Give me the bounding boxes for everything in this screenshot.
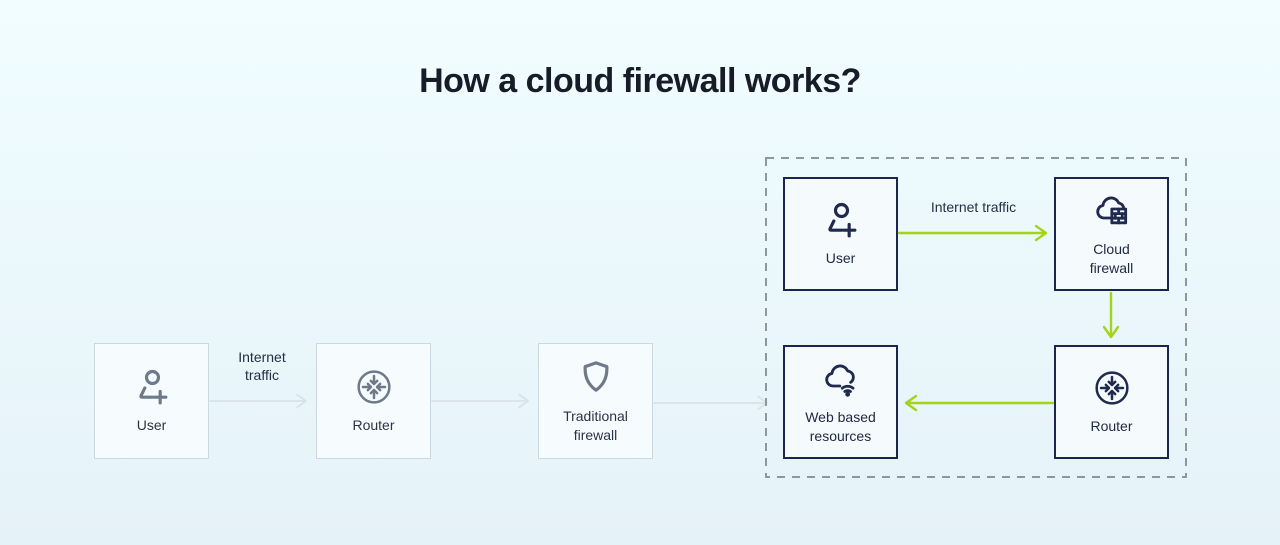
- node-label: User: [136, 417, 167, 434]
- arrow-router-to-firewall: [431, 391, 532, 411]
- arrow-cloud-firewall-to-router: [1101, 291, 1121, 344]
- cloud-wifi-icon: [821, 359, 861, 399]
- node-cloud-firewall: Cloud firewall: [1054, 177, 1169, 291]
- node-web-based-resources: Web based resources: [783, 345, 898, 459]
- node-router-left: Router: [316, 343, 431, 459]
- arrow-firewall-to-cloud-zone: [653, 393, 771, 413]
- node-router-cloud: Router: [1054, 345, 1169, 459]
- node-traditional-firewall: Traditional firewall: [538, 343, 653, 459]
- cloud-firewall-icon: [1092, 191, 1132, 231]
- cloud-firewall-zone-border: [765, 157, 1187, 478]
- node-label: Router: [352, 417, 395, 434]
- user-plus-icon: [821, 200, 861, 240]
- arrow-label-internet-traffic-left: Internet traffic: [238, 349, 286, 383]
- user-plus-icon: [132, 367, 172, 407]
- arrow-label-internet-traffic-cloud: Internet traffic: [930, 199, 1017, 215]
- arrow-router-to-web-resources: [903, 393, 1055, 413]
- node-label: Cloud firewall: [1089, 240, 1134, 276]
- arrow-user-to-router: [209, 391, 310, 411]
- router-icon: [354, 367, 394, 407]
- shield-icon: [576, 358, 616, 398]
- node-label: Router: [1090, 418, 1133, 435]
- node-user-cloud: User: [783, 177, 898, 291]
- node-label: Web based resources: [805, 408, 876, 444]
- arrow-user-to-cloud-firewall: [897, 223, 1050, 243]
- page-title: How a cloud firewall works?: [419, 62, 861, 100]
- router-icon: [1092, 368, 1132, 408]
- node-label: User: [825, 250, 856, 267]
- node-user-left: User: [94, 343, 209, 459]
- node-label: Traditional firewall: [563, 407, 628, 443]
